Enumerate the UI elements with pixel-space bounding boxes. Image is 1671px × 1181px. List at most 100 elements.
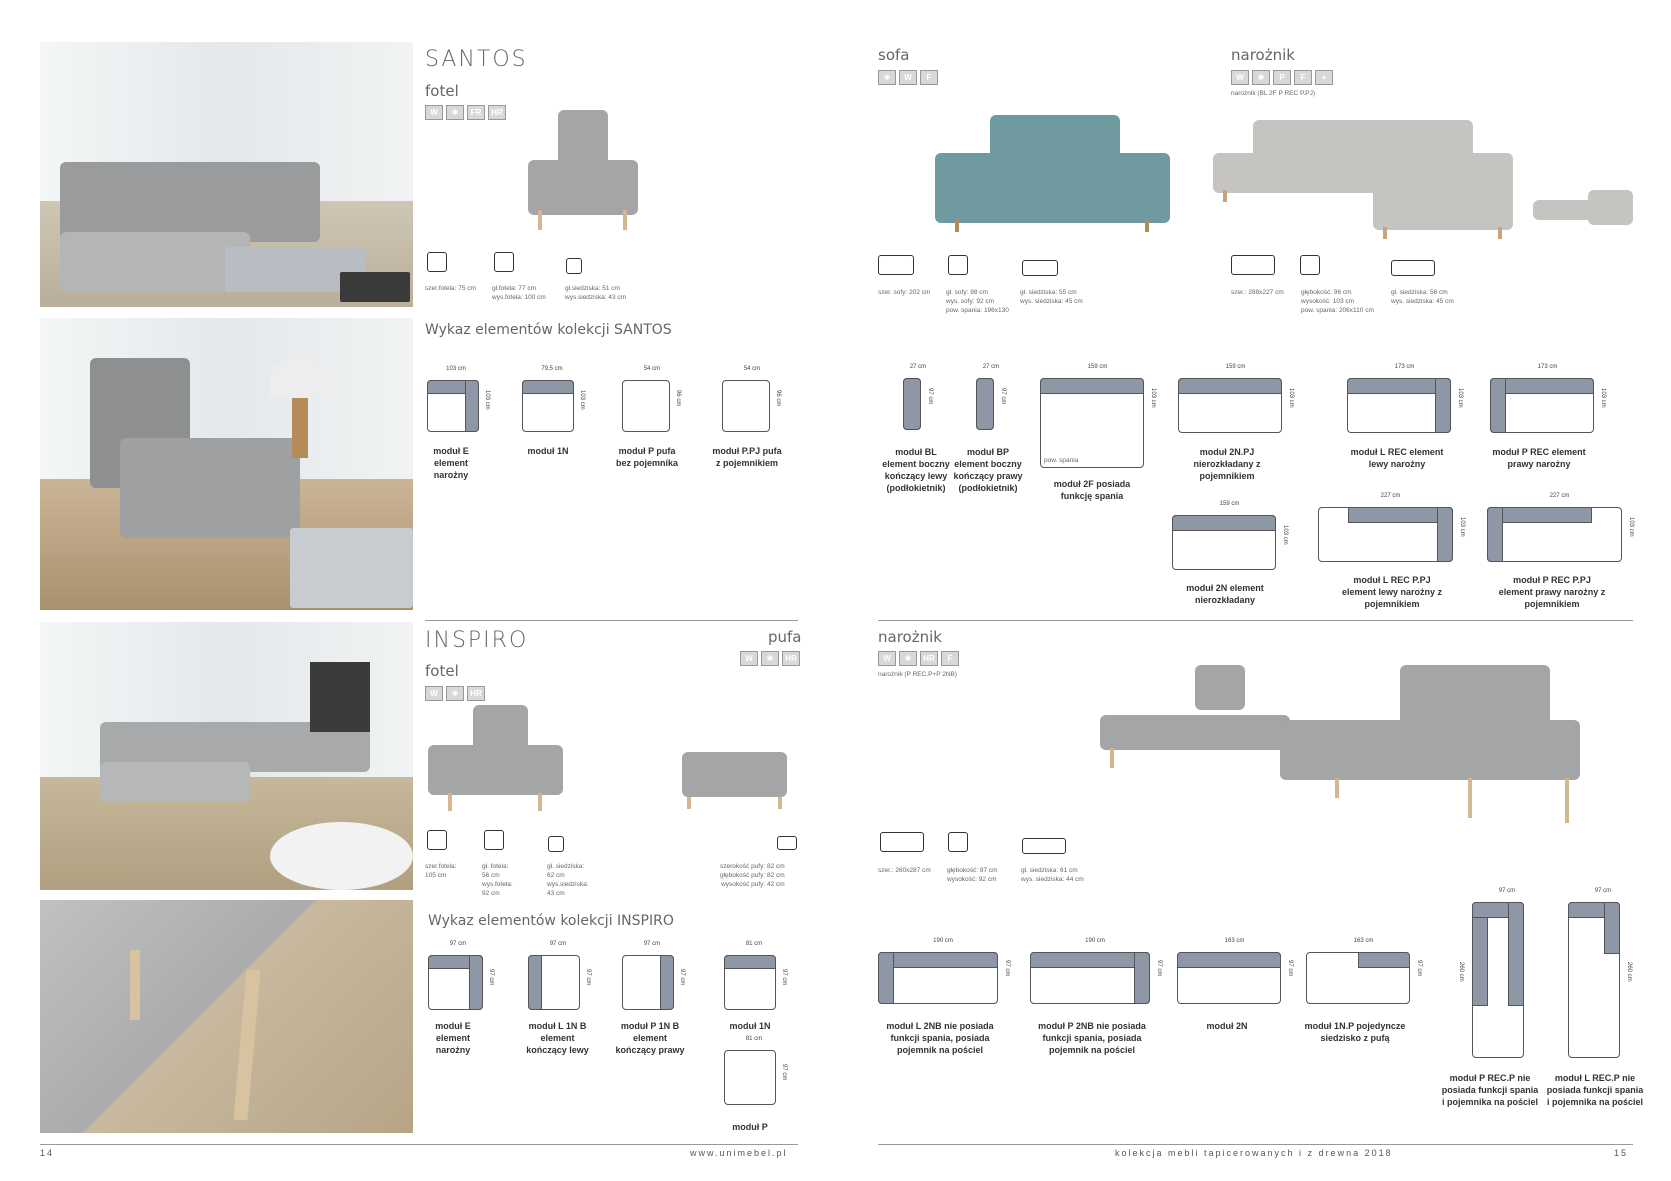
inspiro-title: INSPIRO [425,628,529,653]
santos-module-ppj: 54 cm 96 cm [722,366,782,435]
inspiro-module-p2nb: 190 cm 97 cm [1030,938,1162,1012]
armchair-width-icon [427,252,447,272]
inspiro-pufa-label: pufa [768,628,802,646]
santos-module-1n-label: moduł 1N [527,446,569,456]
santos-module-prec-ppj: 227 cm 103 cm [1487,493,1634,567]
santos-module-lrec: 173 cm 103 cm [1347,364,1463,438]
dim-height: 103 cm [1600,388,1606,408]
inspiro-fabric-icons: W ✱ HR [425,686,485,701]
inspiro-naroznik-code: narożnik (P REC.P+P 2NB) [878,671,958,678]
fabric-star-icon: ✱ [878,70,896,85]
dim-height: 97 cm [1000,388,1006,405]
fabric-hr-icon: HR [488,105,506,120]
inspiro-module-e-label: moduł E element narożny [435,1021,471,1055]
dim-width: 163 cm [1224,938,1245,944]
santos-module-prec: 173 cm 103 cm [1490,364,1606,438]
dim-width: 97 cm [643,941,661,947]
sofa-dim-depth-a: gł. sofy: 98 cm [946,289,988,296]
inspiro-naroznik-icons: W ✱ HR F [878,651,959,666]
sofa-seat-icon [1022,260,1058,276]
inspiro-n-dim-seat: gł. siedziska: 61 cm wys. siedziska: 44 … [1021,866,1084,884]
right-page-number: 15 [1614,1148,1629,1158]
inspiro-n-dim-seat-a: gł. siedziska: 61 cm [1021,867,1078,874]
dim-width: 27 cm [982,364,1000,370]
seat-icon [548,836,564,852]
fabric-w-icon: W [740,651,758,666]
pouf-depth: głębokość pufy: 82 cm [720,872,785,879]
inspiro-seat-icon [1022,838,1066,854]
left-footer-line [40,1144,798,1145]
naroznik-dim-width: szer.: 288x227 cm [1231,289,1284,296]
inspiro-pufa-icons: W ✱ HR [740,651,800,666]
inspiro-dim-width: szer.fotela: 105 cm [425,862,456,880]
right-footer-line [878,1144,1633,1145]
dim-height: 97 cm [488,969,494,986]
fabric-w-icon: W [899,70,917,85]
inspiro-depth-icon [948,832,968,852]
dim-height: 103 cm [1288,388,1294,408]
fabric-star-icon: ✱ [761,651,779,666]
dim-width: 227 cm [1549,493,1570,499]
inspiro-module-1n: 81 cm 97 cm [724,941,787,1013]
dim-width: 97 cm [1498,888,1516,894]
inspiro-dim-depth: gł. fotela: 56 cm wys.fotela: 92 cm [482,862,513,898]
inspiro-module-p-label: moduł P [732,1122,768,1132]
inspiro-dim-seat-a: gł. siedziska: [547,863,585,870]
dim-width: 103 cm [446,366,466,372]
dim-height: 103 cm [1282,525,1288,545]
naroznik-dim-depth-c: pow. spania: 206x110 cm [1301,307,1374,314]
fabric-w-icon: W [878,651,896,666]
dim-width: 79,5 cm [541,366,563,372]
fabric-p-icon: P [1273,70,1291,85]
santos-module-bl: 27 cm 97 cm [903,364,933,438]
dim-height: 103 cm [1150,388,1156,408]
armchair-depth-icon [484,830,504,850]
santos-dim-seat-b: wys.siedziska: 43 cm [565,294,627,301]
fabric-hr-icon: HR [782,651,800,666]
inspiro-module-p: 81 cm 97 cm [724,1036,787,1108]
santos-corner-small-image [1533,190,1633,232]
santos-armchair-photo [40,318,413,610]
inspiro-dim-width-a: szer.fotela: [425,863,457,870]
santos-module-2n: 159 cm 103 cm [1172,501,1288,575]
sofa-label: sofa [878,46,910,64]
sofa-dim-seat: gł. siedziska: 55 cm wys. siedziska: 45 … [1020,288,1083,306]
inspiro-detail-photo [40,900,413,1133]
fabric-fr-icon: FR [467,105,485,120]
fabric-star-icon: ✱ [446,686,464,701]
inspiro-n-dim-depth-b: wysokość: 92 cm [947,876,997,883]
santos-module-lrec-ppj-label: moduł L REC P.PJ element lewy narożny z … [1341,575,1443,609]
santos-module-bl-label: moduł BL element boczny kończący lewy (p… [882,447,950,493]
santos-module-e-label: moduł E element narożny [433,446,469,480]
santos-module-prec-ppj-label: moduł P REC P.PJ element prawy narożny z… [1498,575,1606,609]
sofa-dim-depth-c: pow. spania: 196x130 [946,307,1009,314]
sofa-dim-seat-a: gł. siedziska: 55 cm [1020,289,1077,296]
dim-height: 97 cm [1156,960,1162,977]
inspiro-module-1np: 163 cm 97 cm [1306,938,1422,1012]
fabric-star-icon: ✱ [899,651,917,666]
inspiro-dim-width-b: 105 cm [425,872,447,879]
fabric-star-icon: ✱ [1252,70,1270,85]
inspiro-pouf-image [682,752,787,812]
inspiro-dim-seat-c: wys.siedziska: [547,881,589,888]
dim-width: 54 cm [643,366,661,372]
sofa-depth-icon [948,255,968,275]
inspiro-module-1n-label: moduł 1N [729,1021,771,1031]
fabric-star-icon: ✱ [446,105,464,120]
santos-dim-depth: gł.fotela: 77 cm wys.fotela: 100 cm [492,284,546,302]
dim-width: 97 cm [549,941,567,947]
santos-dim-depth-b: wys.fotela: 100 cm [492,294,546,301]
santos-module-2f: 159 cm pow. spania 103 cm [1040,364,1156,473]
santos-module-bp-label: moduł BP element boczny kończący prawy (… [953,447,1023,493]
dim-height: 97 cm [585,969,591,986]
dim-height: 97 cm [927,388,933,405]
inspiro-module-precp-label: moduł P REC.P nie posiada funkcji spania… [1441,1073,1539,1107]
inspiro-module-l1nb: 97 cm 97 cm [528,941,591,1013]
santos-module-p: 54 cm 96 cm [622,366,682,435]
inspiro-module-lrecp: 97 cm 260 cm [1568,888,1638,1062]
dim-width: 159 cm [1225,364,1246,370]
inspiro-module-1np-label: moduł 1N.P pojedyncze siedzisko z pufą [1304,1021,1406,1043]
dim-width: 173 cm [1394,364,1415,370]
footer-collection-text: kolekcja mebli tapicerowanych i z drewna… [1115,1148,1393,1158]
naroznik-dim-depth-a: głębokość: 96 cm [1301,289,1352,296]
